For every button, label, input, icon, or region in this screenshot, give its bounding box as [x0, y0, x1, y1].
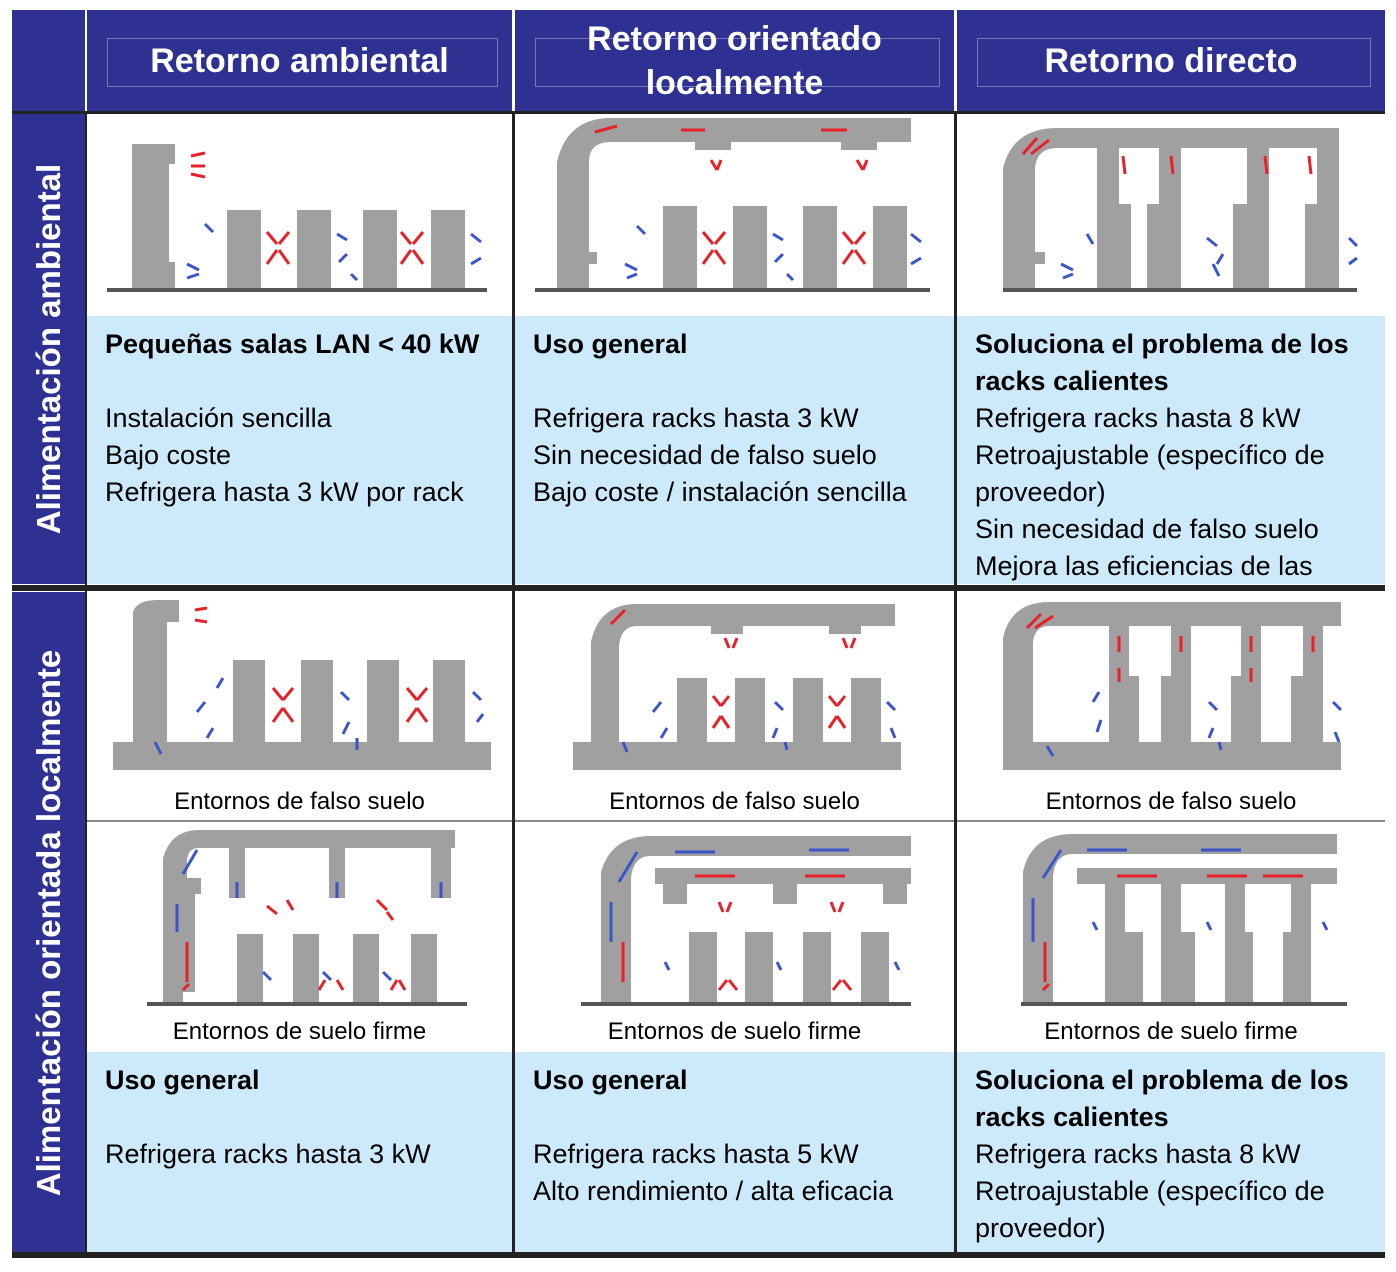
diagram-local-local-raised: Entornos de falso suelo	[515, 592, 954, 820]
description-line: Retroajustable (específico de	[975, 440, 1325, 470]
header-divider	[12, 111, 1385, 114]
column-header-local-return: Retorno orientado localmente	[515, 10, 954, 111]
description-line: Refrigera racks hasta 3 kW	[533, 403, 859, 433]
description-local-local: Uso general Refrigera racks hasta 5 kW A…	[515, 1052, 954, 1254]
description-ambient-ambient: Pequeñas salas LAN < 40 kW Instalación s…	[87, 316, 512, 584]
description-local-direct: Soluciona el problema de los racks calie…	[957, 1052, 1385, 1254]
description-line: proveedor)	[975, 477, 1106, 507]
caption-hard-floor: Entornos de suelo firme	[1044, 1018, 1298, 1045]
caption-hard-floor: Entornos de suelo firme	[607, 1018, 862, 1045]
caption-raised-floor: Entornos de falso suelo	[609, 788, 860, 815]
description-local-ambient: Uso general Refrigera racks hasta 3 kW	[87, 1052, 512, 1254]
row-label: Alimentación ambiental	[29, 163, 67, 535]
row-label: Alimentación orientada localmente	[29, 649, 67, 1197]
description-line: Retroajustable (específico de	[975, 1176, 1325, 1206]
description-title: Soluciona el problema de los	[975, 1065, 1349, 1095]
column-divider	[954, 114, 957, 1254]
airflow-diagram	[1003, 128, 1359, 292]
description-line: Instalación sencilla	[105, 403, 332, 433]
caption-raised-floor: Entornos de falso suelo	[174, 788, 425, 815]
row-header-ambient-supply: Alimentación ambiental	[12, 114, 85, 584]
description-line: Refrigera racks hasta 5 kW	[533, 1139, 859, 1169]
diagram-local-ambient-hard: Entornos de suelo firme	[87, 822, 512, 1052]
diagram-ambient-ambient	[87, 114, 512, 316]
description-line: Sin necesidad de falso suelo	[975, 514, 1319, 544]
description-line: Refrigera racks hasta 8 kW	[975, 403, 1301, 433]
airflow-diagram	[1021, 834, 1347, 1006]
description-title: Pequeñas salas LAN < 40 kW	[105, 329, 480, 359]
diagram-local-local-hard: Entornos de suelo firme	[515, 822, 954, 1052]
column-divider	[85, 114, 87, 1254]
caption-hard-floor: Entornos de suelo firme	[172, 1018, 427, 1045]
description-line: Alto rendimiento / alta eficacia	[533, 1176, 894, 1206]
airflow-diagram	[581, 836, 911, 1006]
airflow-diagram	[147, 830, 467, 1006]
description-title: Soluciona el problema de los	[975, 329, 1349, 359]
row-header-local-supply: Alimentación orientada localmente	[12, 592, 85, 1254]
airflow-diagram	[535, 118, 930, 292]
subrow-separator	[87, 820, 1385, 822]
airflow-diagram	[113, 600, 491, 770]
diagram-ambient-local	[515, 114, 954, 316]
diagram-ambient-direct	[957, 114, 1385, 316]
description-line: proveedor)	[975, 1213, 1106, 1243]
column-header-direct-return: Retorno directo	[957, 10, 1385, 111]
description-line: Refrigera racks hasta 3 kW	[105, 1139, 431, 1169]
bottom-border	[12, 1252, 1385, 1258]
diagram-local-direct-hard: Entornos de suelo firme	[957, 822, 1385, 1052]
comparison-table: Retorno ambiental Retorno orientado loca…	[12, 10, 1385, 1258]
description-line: Bajo coste / instalación sencilla	[533, 477, 907, 507]
airflow-diagram	[573, 604, 901, 770]
caption-raised-floor: Entornos de falso suelo	[1045, 788, 1297, 815]
description-line: Bajo coste	[105, 440, 232, 470]
description-title: racks calientes	[975, 1102, 1169, 1132]
column-divider	[512, 114, 515, 1254]
column-header-ambient-return: Retorno ambiental	[87, 10, 512, 111]
description-ambient-local: Uso general Refrigera racks hasta 3 kW S…	[515, 316, 954, 584]
airflow-diagram	[1003, 602, 1343, 770]
corner-cell	[12, 10, 85, 111]
description-title: Uso general	[105, 1065, 260, 1095]
row-separator	[12, 585, 1385, 591]
airflow-diagram	[107, 144, 487, 292]
description-line: Refrigera racks hasta 8 kW	[975, 1139, 1301, 1169]
description-title: racks calientes	[975, 366, 1169, 396]
diagram-local-direct-raised: Entornos de falso suelo	[957, 592, 1385, 820]
description-line: Sin necesidad de falso suelo	[533, 440, 877, 470]
description-ambient-direct: Soluciona el problema de los racks calie…	[957, 316, 1385, 618]
description-line: Refrigera hasta 3 kW por rack	[105, 477, 464, 507]
diagram-local-ambient-raised: Entornos de falso suelo	[87, 592, 512, 820]
description-title: Uso general	[533, 329, 688, 359]
description-title: Uso general	[533, 1065, 688, 1095]
